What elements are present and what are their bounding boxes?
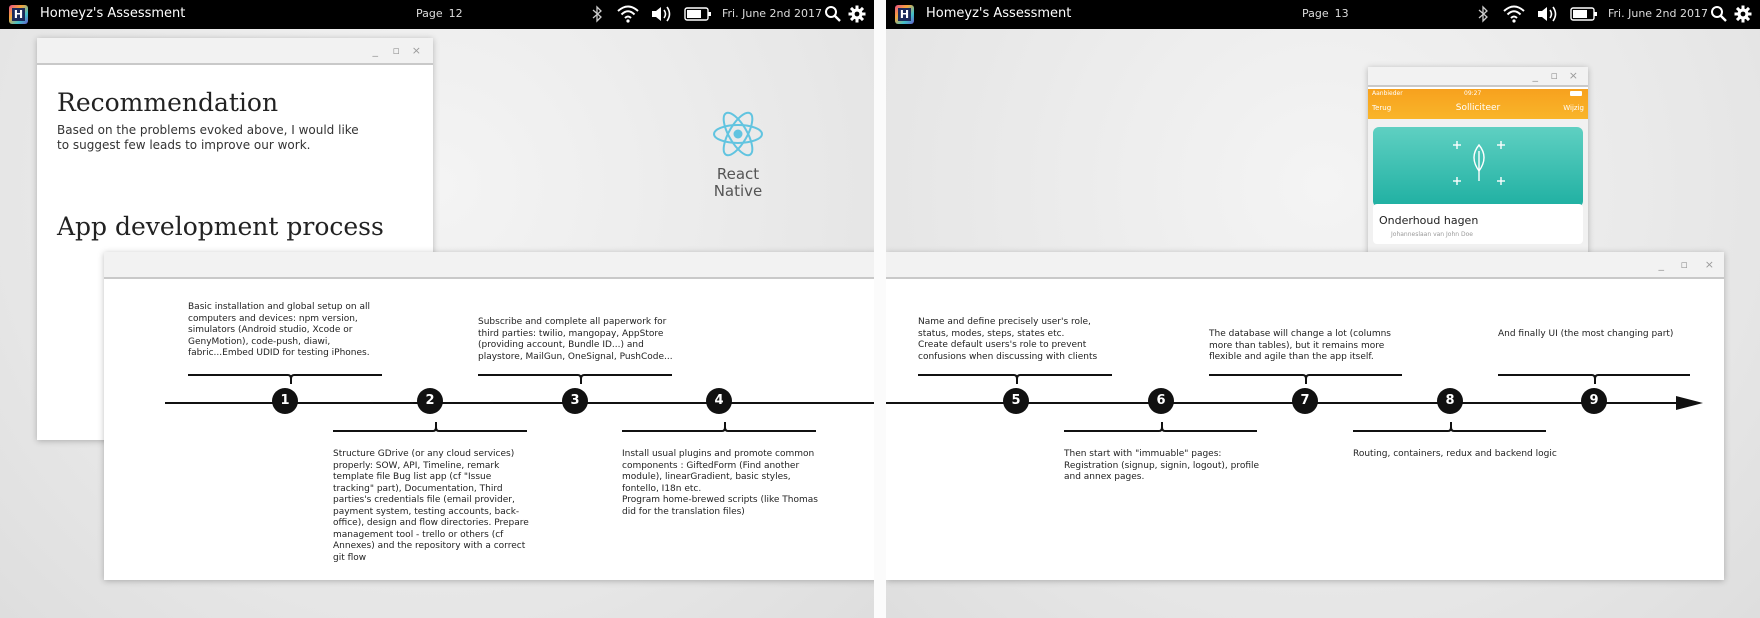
brace-step-6 — [1064, 422, 1257, 432]
step-text-2: Structure GDrive (or any cloud services)… — [333, 449, 529, 563]
brace-step-4 — [622, 422, 816, 432]
phone-header: Aanbieder 09:27 Terug Solliciteer Wijzig — [1368, 89, 1588, 119]
page-indicator: Page 12 — [416, 7, 463, 20]
phone-card-subtitle: Johanneslaan van John Doe — [1391, 231, 1473, 238]
brace-step-2 — [333, 422, 527, 432]
phone-back-link[interactable]: Terug — [1372, 104, 1392, 112]
phone-battery-icon — [1570, 91, 1582, 96]
bluetooth-icon[interactable] — [1477, 5, 1489, 23]
close-icon[interactable]: × — [1704, 258, 1714, 271]
date-label: Fri. June 2nd 2017 — [1608, 7, 1708, 20]
timeline-window: _ ▫ × 5 6 7 8 9 Name and define precisel… — [886, 252, 1724, 580]
wifi-icon[interactable] — [617, 5, 639, 23]
volume-icon[interactable] — [650, 5, 672, 23]
timeline-arrowhead — [1676, 396, 1703, 410]
phone-card-title: Onderhoud hagen — [1379, 214, 1479, 227]
phone-action-link[interactable]: Wijzig — [1563, 104, 1584, 112]
battery-icon — [684, 7, 711, 21]
step-text-3: Subscribe and complete all paperwork for… — [478, 317, 673, 362]
react-label-line2: Native — [713, 182, 763, 200]
gear-icon[interactable] — [848, 5, 866, 23]
page-number: 13 — [1334, 7, 1349, 20]
step-node-9: 9 — [1581, 388, 1607, 414]
heading-recommendation: Recommendation — [57, 88, 279, 117]
page-divider — [874, 0, 886, 618]
step-node-7: 7 — [1292, 388, 1318, 414]
recommendation-paragraph: Based on the problems evoked above, I wo… — [57, 123, 359, 152]
timeline-graphic — [886, 374, 1703, 432]
phone-time: 09:27 — [1464, 90, 1482, 97]
phone-window: _ ▫ × Aanbieder 09:27 Terug Solliciteer … — [1368, 67, 1588, 267]
step-text-8: Routing, containers, redux and backend l… — [1353, 449, 1557, 459]
step-node-1: 1 — [272, 388, 298, 414]
slide-page-13: H Homeyz's Assessment Page 13 Fri. June 2… — [886, 0, 1760, 618]
phone-card-image — [1373, 127, 1583, 207]
minimize-icon[interactable]: _ — [372, 44, 379, 57]
maximize-icon[interactable]: ▫ — [1550, 69, 1558, 82]
phone-carrier: Aanbieder — [1372, 90, 1403, 97]
app-title: Homeyz's Assessment — [40, 6, 186, 21]
maximize-icon[interactable]: ▫ — [1680, 258, 1688, 271]
volume-icon[interactable] — [1536, 5, 1558, 23]
brace-step-7 — [1209, 374, 1402, 384]
search-icon[interactable] — [824, 5, 842, 23]
step-node-3: 3 — [562, 388, 588, 414]
brace-step-3 — [478, 374, 672, 384]
wifi-icon[interactable] — [1503, 5, 1525, 23]
step-text-7: The database will change a lot (columns … — [1209, 329, 1391, 362]
brace-step-8 — [1353, 422, 1546, 432]
minimize-icon[interactable]: _ — [1532, 69, 1539, 82]
step-node-4: 4 — [706, 388, 732, 414]
app-logo[interactable]: H — [895, 5, 914, 24]
leaf-icon — [1453, 141, 1505, 185]
top-bar: H Homeyz's Assessment Page 12 Fri. June 2… — [0, 0, 874, 29]
step-node-6: 6 — [1148, 388, 1174, 414]
page-indicator: Page 13 — [1302, 7, 1349, 20]
step-text-4: Install usual plugins and promote common… — [622, 449, 818, 517]
phone-title: Solliciteer — [1455, 103, 1501, 113]
page-label: Page — [416, 7, 443, 20]
maximize-icon[interactable]: ▫ — [392, 44, 400, 57]
step-text-6: Then start with "immuable" pages: Regist… — [1064, 449, 1260, 482]
gear-icon[interactable] — [1734, 5, 1752, 23]
brace-step-9 — [1498, 374, 1690, 384]
phone-card[interactable]: Onderhoud hagen Johanneslaan van John Do… — [1373, 204, 1583, 244]
step-text-5: Name and define precisely user's role, s… — [918, 317, 1098, 362]
top-bar: H Homeyz's Assessment Page 13 Fri. June 2… — [886, 0, 1760, 29]
react-native-label: React Native — [700, 166, 776, 200]
page-number: 12 — [448, 7, 463, 20]
close-icon[interactable]: × — [411, 44, 421, 57]
timeline-window: 1 2 3 4 Basic installation and global se… — [104, 252, 874, 580]
react-logo-icon — [713, 111, 763, 157]
brace-step-1 — [188, 374, 382, 384]
bluetooth-icon[interactable] — [591, 5, 603, 23]
window-titlebar[interactable]: _ ▫ × — [1368, 67, 1588, 87]
window-titlebar[interactable]: _ ▫ × — [886, 252, 1724, 279]
search-icon[interactable] — [1710, 5, 1728, 23]
step-text-1: Basic installation and global setup on a… — [188, 302, 370, 358]
app-logo[interactable]: H — [9, 5, 28, 24]
date-label: Fri. June 2nd 2017 — [722, 7, 822, 20]
battery-icon — [1570, 7, 1597, 21]
app-title: Homeyz's Assessment — [926, 6, 1072, 21]
step-node-5: 5 — [1003, 388, 1029, 414]
close-icon[interactable]: × — [1568, 69, 1578, 82]
react-label-line1: React — [716, 165, 760, 183]
page-label: Page — [1302, 7, 1329, 20]
window-titlebar[interactable] — [104, 252, 874, 279]
minimize-icon[interactable]: _ — [1658, 258, 1665, 271]
step-text-9: And finally UI (the most changing part) — [1498, 329, 1674, 339]
brace-step-5 — [918, 374, 1112, 384]
window-titlebar[interactable]: _ ▫ × — [37, 38, 433, 65]
heading-app-development: App development process — [57, 212, 384, 241]
step-node-2: 2 — [417, 388, 443, 414]
phone-body: Onderhoud hagen Johanneslaan van John Do… — [1368, 119, 1588, 267]
step-node-8: 8 — [1437, 388, 1463, 414]
